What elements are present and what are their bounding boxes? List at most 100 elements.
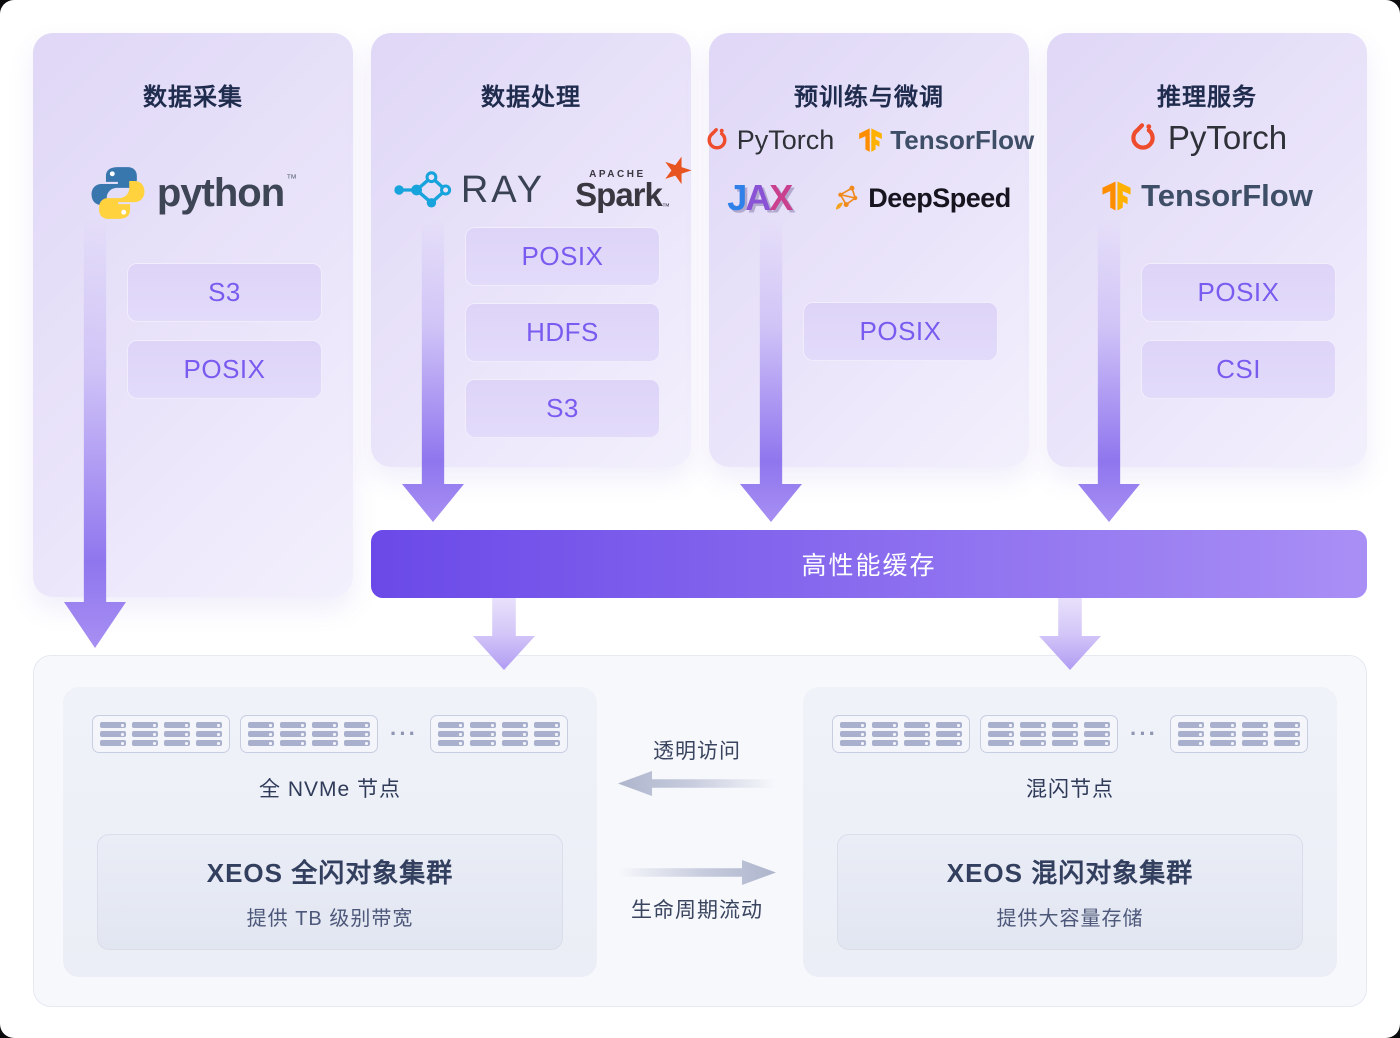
spark-tm: ™ [661, 202, 670, 211]
python-wordmark: python [156, 170, 285, 215]
card-data-collection: 数据采集 python ™ S3 POSIX [33, 33, 353, 597]
server-unit-icon [280, 722, 306, 746]
ray-wordmark: RAY [460, 168, 546, 211]
pytorch-wordmark: PyTorch [736, 124, 835, 155]
protocol-chips: POSIX CSI [1141, 263, 1336, 399]
server-unit-icon [501, 722, 528, 746]
cache-bar-label: 高性能缓存 [801, 552, 937, 580]
transparent-access-label: 透明访问 [653, 740, 741, 763]
protocol-chips: POSIX [803, 302, 998, 361]
chip-posix: POSIX [465, 227, 660, 286]
server-unit-icon [533, 722, 560, 746]
cluster-title: XEOS 混闪对象集群 [946, 858, 1194, 888]
server-ellipsis: ··· [390, 721, 418, 746]
spark-wordmark: Spark [575, 176, 663, 213]
python-logo: python ™ [89, 164, 297, 222]
server-unit-icon [248, 722, 274, 746]
server-unit-icon [132, 722, 158, 746]
protocol-chips: S3 POSIX [127, 263, 322, 399]
card-pretraining: 预训练与微调 PyTorch TensorFlow JAX [707, 33, 1034, 467]
server-rack-group [240, 715, 378, 753]
storage-section: ··· 全 NVMe 节点 XEOS 全闪对象集群 提供 TB 级别带宽 ···… [33, 655, 1367, 1007]
node-label: 混闪节点 [1026, 778, 1114, 801]
server-unit-icon [840, 722, 866, 746]
card-inference: 推理服务 PyTorch TensorFlow POSIX [1047, 33, 1367, 467]
server-rack-row: ··· [63, 715, 597, 753]
python-icon [91, 167, 145, 219]
cluster-title: XEOS 全闪对象集群 [206, 858, 454, 888]
tensorflow-logo: TensorFlow [1101, 178, 1313, 214]
server-unit-icon [1084, 722, 1110, 746]
tensorflow-wordmark: TensorFlow [890, 124, 1035, 155]
pytorch-logo: PyTorch [1127, 119, 1287, 157]
server-unit-icon [312, 722, 338, 746]
server-rack-row: ··· [803, 715, 1337, 753]
server-unit-icon [344, 722, 370, 746]
server-rack-group [1169, 715, 1308, 753]
ray-logo: RAY [391, 168, 545, 212]
server-rack-group [980, 715, 1118, 753]
tensorflow-icon [859, 127, 883, 152]
server-unit-icon [936, 722, 962, 746]
jax-logo: JAX [727, 177, 793, 219]
card-title: 预训练与微调 [794, 84, 944, 111]
pytorch-icon [707, 128, 727, 150]
tensorflow-wordmark: TensorFlow [1141, 178, 1313, 213]
chip-posix: POSIX [803, 302, 998, 361]
python-tm: ™ [286, 173, 298, 185]
server-unit-icon [1020, 722, 1046, 746]
pytorch-wordmark: PyTorch [1167, 119, 1288, 156]
chip-hdfs: HDFS [465, 303, 660, 362]
ray-icon [394, 171, 451, 208]
card-data-processing: 数据处理 RAY ★ APACH [371, 33, 699, 467]
server-unit-icon [100, 722, 126, 746]
server-unit-icon [1273, 722, 1300, 746]
logo-row-2: TensorFlow [1047, 176, 1367, 216]
deepspeed-logo: DeepSpeed [833, 183, 1011, 214]
server-unit-icon [988, 722, 1014, 746]
logo-row-2: JAX DeepSpeed [709, 173, 1029, 223]
cache-bar: 高性能缓存 [371, 530, 1367, 598]
card-title: 数据采集 [143, 84, 243, 111]
xeos-hybrid-box: XEOS 混闪对象集群 提供大容量存储 [837, 834, 1303, 950]
pytorch-icon [1131, 123, 1155, 150]
chip-s3: S3 [127, 263, 322, 322]
server-unit-icon [872, 722, 898, 746]
chip-csi: CSI [1141, 340, 1336, 399]
node-label: 全 NVMe 节点 [258, 778, 401, 801]
lifecycle-flow-label: 生命周期流动 [631, 899, 763, 922]
deepspeed-icon [836, 185, 858, 210]
jax-letter: J [727, 177, 747, 218]
server-unit-icon [1241, 722, 1268, 746]
server-unit-icon [164, 722, 190, 746]
jax-letter: A [745, 177, 771, 218]
cluster-subtitle: 提供 TB 级别带宽 [246, 908, 414, 930]
server-unit-icon [1052, 722, 1078, 746]
logo-row-1: PyTorch [1047, 118, 1367, 158]
server-unit-icon [904, 722, 930, 746]
chip-posix: POSIX [127, 340, 322, 399]
xeos-allflash-box: XEOS 全闪对象集群 提供 TB 级别带宽 [97, 834, 563, 950]
server-rack-group [92, 715, 230, 753]
server-unit-icon [1177, 722, 1204, 746]
cluster-subtitle: 提供大容量存储 [996, 908, 1144, 930]
spark-apache-label: APACHE [589, 169, 646, 180]
pytorch-logo: PyTorch [704, 124, 835, 156]
logo-row-1: PyTorch TensorFlow [707, 118, 1034, 162]
server-unit-icon [196, 722, 222, 746]
card-title: 推理服务 [1157, 84, 1257, 111]
server-unit-icon [437, 722, 464, 746]
logo-row: python ™ [33, 138, 353, 248]
tensorflow-logo: TensorFlow [858, 125, 1034, 156]
logo-row: RAY ★ APACHE Spark™ [371, 145, 699, 235]
tensorflow-icon [1102, 180, 1131, 211]
server-unit-icon [1209, 722, 1236, 746]
deepspeed-wordmark: DeepSpeed [868, 182, 1011, 213]
spark-logo: ★ APACHE Spark™ [575, 145, 699, 213]
server-rack-group [832, 715, 970, 753]
nvme-cluster-panel: ··· 全 NVMe 节点 XEOS 全闪对象集群 提供 TB 级别带宽 [63, 687, 597, 977]
protocol-chips: POSIX HDFS S3 [465, 227, 660, 438]
chip-s3: S3 [465, 379, 660, 438]
server-unit-icon [469, 722, 496, 746]
